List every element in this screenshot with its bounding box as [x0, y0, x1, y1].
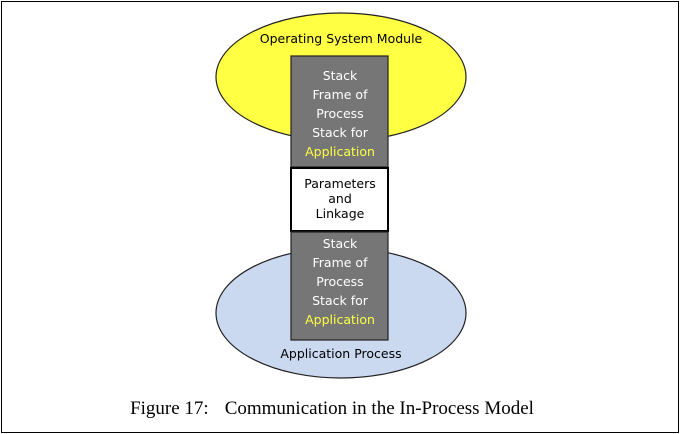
upper-stack-line: Process	[316, 106, 363, 121]
app-process-label: Application Process	[280, 346, 401, 361]
lower-stack-highlight: Application	[305, 312, 375, 327]
os-module-label: Operating System Module	[260, 31, 423, 46]
linkage-line: Linkage	[316, 206, 365, 221]
caption-number: Figure 17:	[130, 398, 209, 419]
upper-stack-line: Stack for	[312, 125, 369, 140]
caption-text: Communication in the In-Process Model	[224, 398, 534, 419]
upper-stack-highlight: Application	[305, 144, 375, 159]
lower-stack-line: Stack	[323, 236, 358, 251]
lower-stack-line: Process	[316, 274, 363, 289]
linkage-line: and	[328, 191, 352, 206]
upper-stack-line: Frame of	[313, 87, 369, 102]
figure-caption: Figure 17: Communication in the In-Proces…	[0, 398, 680, 420]
linkage-line: Parameters	[304, 176, 376, 191]
upper-stack-line: Stack	[323, 68, 358, 83]
upper-stack-frame	[290, 55, 389, 168]
lower-stack-line: Stack for	[312, 293, 369, 308]
lower-stack-line: Frame of	[313, 255, 369, 270]
linkage-box	[290, 167, 389, 232]
lower-stack-frame	[290, 231, 389, 341]
